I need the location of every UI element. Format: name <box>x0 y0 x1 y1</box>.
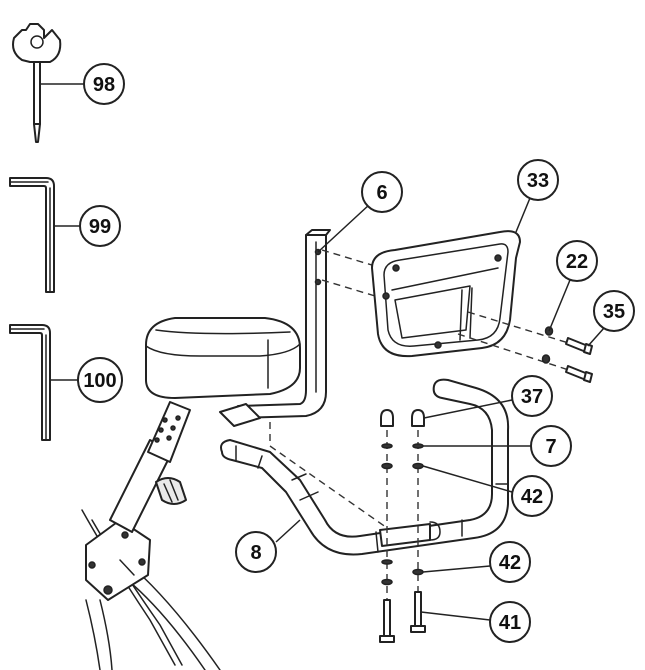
callout-8-label: 8 <box>250 542 261 564</box>
bolt-part-35 <box>565 337 593 383</box>
callout-37-label: 37 <box>521 386 543 408</box>
leader-35 <box>587 327 605 347</box>
leader-42-bottom <box>422 565 491 573</box>
leader-22 <box>548 279 571 332</box>
callout-6: 6 <box>361 171 403 213</box>
callout-33-label: 33 <box>527 170 549 192</box>
callout-22-label: 22 <box>566 251 588 273</box>
callout-35: 35 <box>593 290 635 332</box>
callout-42-bottom-label: 42 <box>499 552 521 574</box>
bike-frame <box>81 509 221 670</box>
fastener-stack-right <box>410 409 426 633</box>
backrest-frame <box>219 229 331 427</box>
callout-8: 8 <box>235 531 277 573</box>
callout-99: 99 <box>79 205 121 247</box>
callout-98: 98 <box>83 63 125 105</box>
callout-98-label: 98 <box>93 74 115 96</box>
leader-8 <box>275 519 301 543</box>
callout-41-label: 41 <box>499 612 521 634</box>
callout-7-label: 7 <box>545 436 556 458</box>
guide-line <box>269 445 391 531</box>
spanner-screwdriver-icon <box>12 23 62 143</box>
backrest-pad <box>371 230 521 358</box>
guide-line <box>467 311 576 346</box>
allen-key-icon <box>9 177 55 293</box>
leader-41 <box>420 611 491 621</box>
callout-35-label: 35 <box>603 301 625 323</box>
callout-6-label: 6 <box>376 182 387 204</box>
guide-line <box>457 333 576 373</box>
leader-42-top <box>422 465 513 493</box>
leader-6 <box>317 203 371 253</box>
callout-22: 22 <box>556 240 598 282</box>
callout-42-top-label: 42 <box>521 486 543 508</box>
seat-post <box>109 401 191 533</box>
callout-42-top: 42 <box>511 475 553 517</box>
callout-37: 37 <box>511 375 553 417</box>
leader-37 <box>423 399 513 419</box>
callout-100: 100 <box>77 357 123 403</box>
allen-key-icon <box>9 324 51 441</box>
callout-100-label: 100 <box>83 370 116 392</box>
callout-41: 41 <box>489 601 531 643</box>
callout-99-label: 99 <box>89 216 111 238</box>
fastener-stack-left <box>379 409 395 643</box>
callout-33: 33 <box>517 159 559 201</box>
seat-cushion <box>145 317 301 399</box>
callout-7: 7 <box>530 425 572 467</box>
callout-42-bottom: 42 <box>489 541 531 583</box>
leader-33 <box>515 197 531 233</box>
washer-part-22 <box>541 326 554 364</box>
